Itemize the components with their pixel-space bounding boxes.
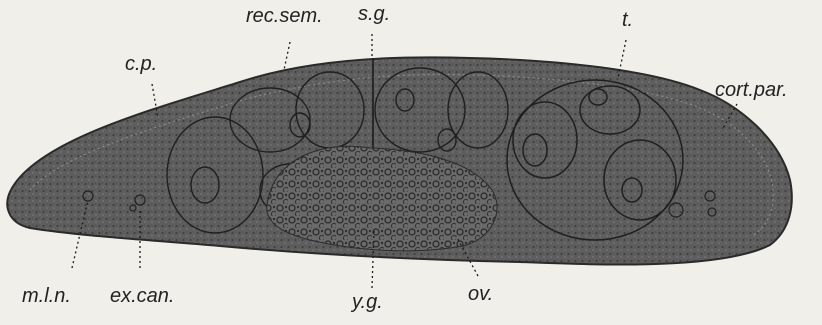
label-ov: ov. xyxy=(468,284,493,304)
label-t: t. xyxy=(622,10,633,30)
label-s-g: s.g. xyxy=(358,4,390,24)
label-c-p: c.p. xyxy=(125,54,157,74)
label-ex-can: ex.can. xyxy=(110,286,174,306)
label-y-g: y.g. xyxy=(352,292,383,312)
label-m-l-n: m.l.n. xyxy=(22,286,71,306)
label-rec-sem: rec.sem. xyxy=(246,6,323,26)
label-cort-par: cort.par. xyxy=(715,80,788,100)
